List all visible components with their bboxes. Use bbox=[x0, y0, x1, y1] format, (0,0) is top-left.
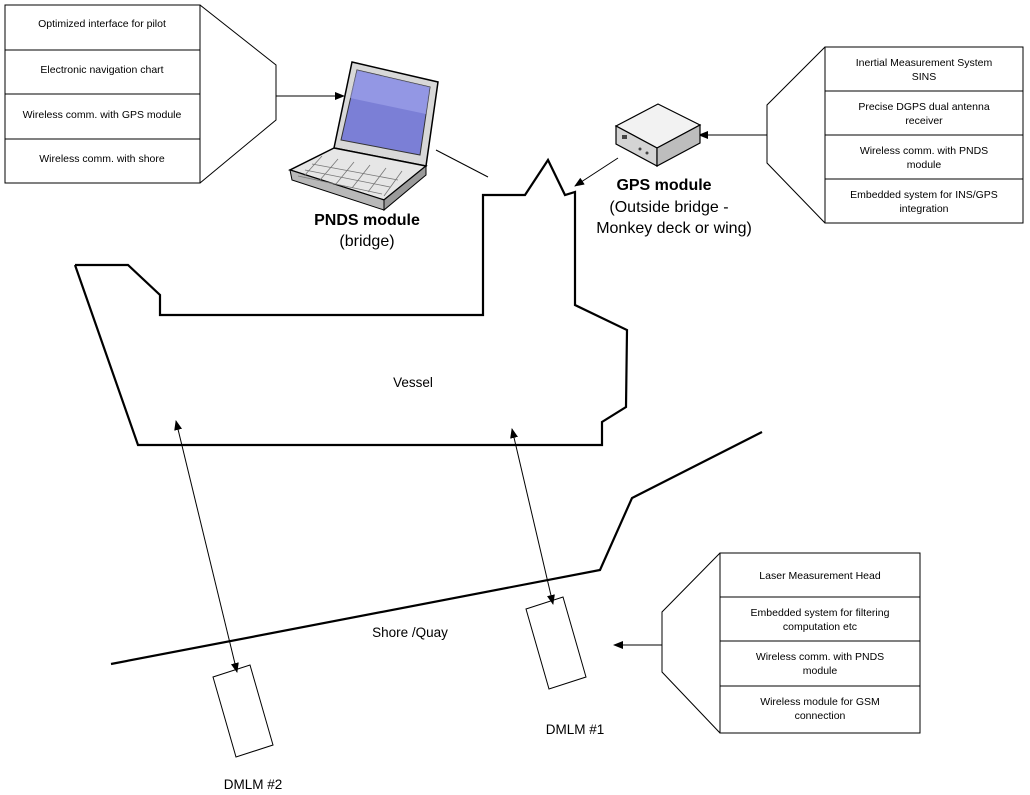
dmlm-2-device bbox=[212, 664, 274, 758]
gps-feature-1-line2: SINS bbox=[912, 71, 937, 83]
pnds-feature-3: Wireless comm. with GPS module bbox=[23, 109, 182, 121]
laptop-icon bbox=[288, 61, 439, 212]
vessel-outline bbox=[73, 157, 629, 447]
dmlm-feature-4-line2: connection bbox=[795, 710, 846, 722]
pnds-module-subtitle: (bridge) bbox=[339, 233, 394, 250]
gps-feature-2-line1: Precise DGPS dual antenna bbox=[858, 101, 989, 113]
dmlm-feature-2-line2: computation etc bbox=[783, 621, 857, 633]
gps-module-title: GPS module bbox=[616, 177, 711, 194]
pnds-feature-2: Electronic navigation chart bbox=[40, 64, 163, 76]
gps-to-vessel-link bbox=[574, 157, 619, 187]
vessel-label: Vessel bbox=[393, 375, 433, 390]
pnds-feature-1: Optimized interface for pilot bbox=[38, 18, 166, 30]
dmlm-2-label: DMLM #2 bbox=[224, 777, 283, 792]
pnds-feature-4: Wireless comm. with shore bbox=[39, 153, 165, 165]
dmlm-feature-1: Laser Measurement Head bbox=[759, 570, 881, 582]
gps-feature-2-line2: receiver bbox=[905, 115, 943, 127]
gps-receiver-icon bbox=[614, 103, 702, 168]
dmlm-feature-3-line2: module bbox=[803, 665, 838, 677]
dmlm-feature-box bbox=[719, 552, 921, 734]
gps-feature-3-line2: module bbox=[907, 159, 942, 171]
gps-feature-1-line1: Inertial Measurement System bbox=[856, 57, 993, 69]
dmlm-feature-3-line1: Wireless comm. with PNDS bbox=[756, 651, 884, 663]
dmlm-1-label: DMLM #1 bbox=[546, 722, 605, 737]
gps-module-subtitle-line2: Monkey deck or wing) bbox=[596, 220, 752, 237]
dmlm-2-vessel-link bbox=[174, 420, 239, 673]
shore-quay-line bbox=[110, 431, 763, 666]
dmlm-feature-4-line1: Wireless module for GSM bbox=[760, 696, 880, 708]
pnds-feature-list: Optimized interface for pilot Electronic… bbox=[4, 4, 277, 184]
gps-feature-list: Inertial Measurement System SINS Precise… bbox=[766, 46, 1024, 224]
gps-feature-4-line1: Embedded system for INS/GPS bbox=[850, 189, 998, 201]
dmlm-feature-list: Laser Measurement Head Embedded system f… bbox=[661, 552, 921, 734]
pnds-module-title: PNDS module bbox=[314, 212, 420, 229]
pnds-to-vessel-link bbox=[435, 149, 489, 178]
shore-quay-label: Shore /Quay bbox=[372, 625, 448, 640]
dmlm-feature-2-line1: Embedded system for filtering bbox=[751, 607, 890, 619]
dmlm-callout-outline bbox=[661, 552, 721, 734]
gps-module-subtitle-line1: (Outside bridge - bbox=[609, 199, 728, 216]
dmlm-1-device bbox=[525, 596, 587, 690]
gps-callout-outline bbox=[766, 46, 826, 224]
dmlm-1-vessel-link bbox=[510, 428, 555, 605]
gps-feature-4-line2: integration bbox=[899, 203, 948, 215]
gps-feature-3-line1: Wireless comm. with PNDS bbox=[860, 145, 988, 157]
